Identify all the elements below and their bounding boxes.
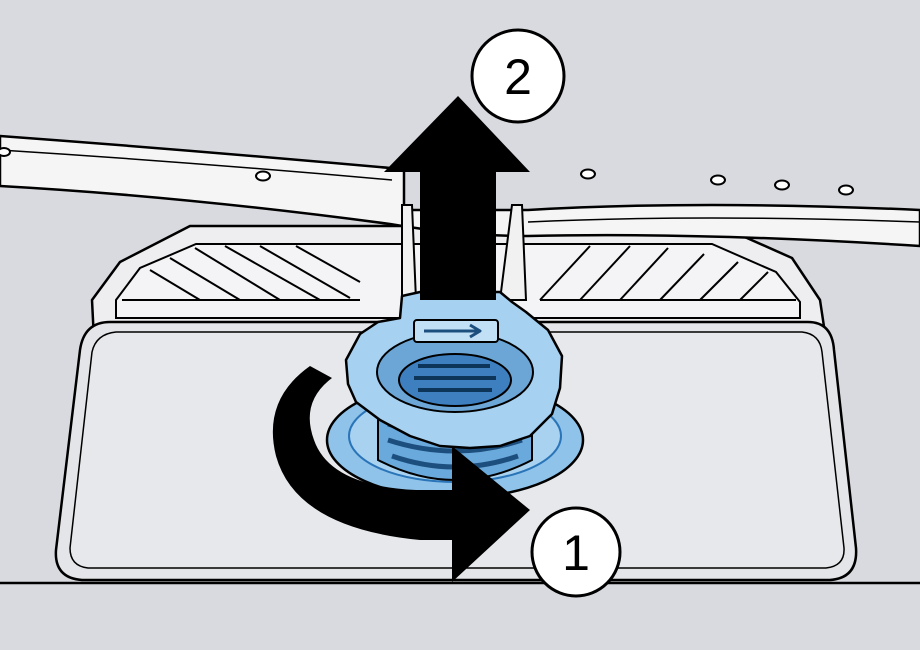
filter-inner-slots — [414, 364, 496, 392]
spray-arm-edge — [0, 149, 393, 181]
step-1-callout: 1 — [530, 506, 622, 598]
rotate-arrow — [272, 366, 530, 582]
spray-arm-holes — [0, 147, 854, 196]
step-2-number: 2 — [504, 49, 532, 105]
left-grille — [122, 245, 361, 301]
step-2-callout: 2 — [470, 28, 566, 124]
step-2-circle — [470, 28, 566, 124]
step-1-circle — [530, 506, 622, 598]
right-grille — [539, 245, 796, 301]
step-1-number: 1 — [562, 525, 590, 581]
lift-arrow — [384, 96, 530, 300]
filter-arrow-marker — [424, 323, 482, 339]
spray-arm-edge-right — [527, 217, 920, 223]
